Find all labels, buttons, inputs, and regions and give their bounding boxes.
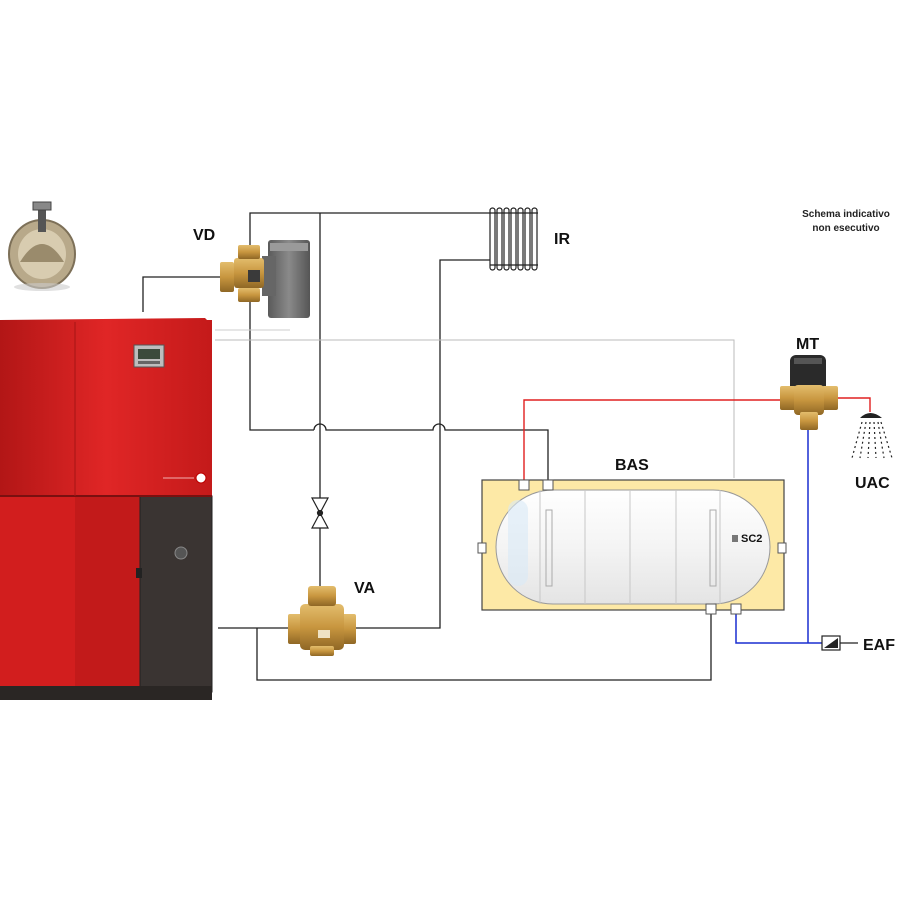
note-line-1: Schema indicativo — [802, 209, 890, 220]
piping-network — [142, 212, 712, 681]
mixing-valve-icon — [288, 586, 356, 656]
storage-tank — [477, 479, 787, 615]
label-sc2: SC2 — [741, 533, 762, 545]
cold-water-pipe — [735, 425, 822, 644]
hot-water-pipe — [523, 399, 782, 480]
label-vd: VD — [193, 227, 215, 244]
label-va: VA — [354, 580, 375, 597]
door-knob-icon — [174, 546, 188, 560]
label-bas: BAS — [615, 457, 649, 474]
label-ir: IR — [554, 231, 570, 248]
diverter-valve-icon — [220, 240, 310, 318]
check-valve-icon — [821, 635, 841, 651]
sensor-sc2-icon — [732, 535, 738, 542]
control-panel-icon — [133, 344, 165, 368]
thermostatic-mixer-icon — [780, 355, 838, 430]
sensor-cable — [215, 339, 735, 478]
brand-logo-icon — [195, 472, 207, 484]
label-uac: UAC — [855, 475, 890, 492]
shower-icon — [851, 413, 893, 459]
pellet-boiler — [0, 318, 213, 700]
radiator-icon — [489, 207, 538, 271]
hot-water-outlet-pipe — [838, 397, 871, 412]
label-eaf: EAF — [863, 637, 895, 654]
label-mt: MT — [796, 336, 819, 353]
ball-valve-icon — [311, 497, 329, 529]
flue-damper-icon — [8, 201, 76, 291]
note-line-2: non esecutivo — [812, 223, 879, 234]
